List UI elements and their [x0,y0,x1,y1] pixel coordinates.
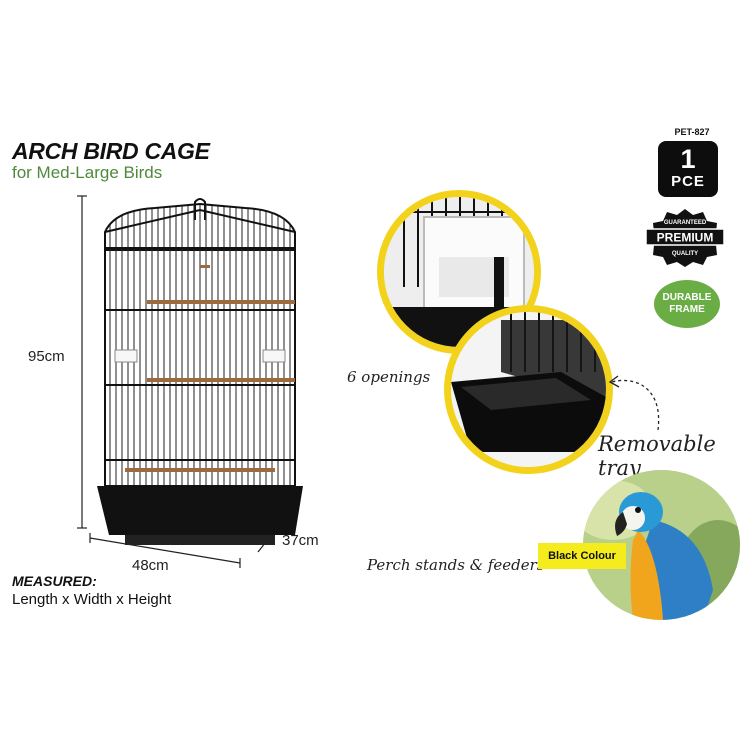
durable-line1: DURABLE [662,292,712,303]
quantity-badge: 1 PCE [658,141,718,197]
product-code: PET-827 [674,127,710,137]
tray-arrow [608,375,660,431]
bird-cage-image [97,198,303,545]
seal-quality-text: QUALITY [672,251,698,257]
black-colour-tag: Black Colour [538,543,626,569]
measured-value: Length x Width x Height [12,591,172,608]
openings-callout: 6 openings [347,368,431,386]
tray-closeup-image [444,305,613,474]
seal-guaranteed-text: GUARANTEED [664,220,707,226]
durable-line2: FRAME [669,304,705,315]
feeder-closeup-illustration [384,197,534,347]
height-label: 95cm [28,348,65,365]
premium-quality-seal: GUARANTEED PREMIUM QUALITY [646,209,724,267]
feeder-closeup-image [377,190,541,354]
product-subtitle: for Med-Large Birds [12,163,163,182]
perch-feeders-callout: Perch stands & feeders [367,556,545,574]
quantity-unit: PCE [671,173,705,190]
measured-label: MEASURED: [12,573,97,589]
width-label: 48cm [132,557,169,574]
product-title: ARCH BIRD CAGE [12,138,210,164]
depth-label: 37cm [282,532,319,549]
removable-tray-callout: Removable tray [598,432,716,480]
tray-closeup-illustration [451,312,606,467]
seal-premium-text: PREMIUM [657,231,714,245]
quantity-number: 1 [680,144,696,174]
durable-frame-badge: DURABLE FRAME [654,280,720,328]
